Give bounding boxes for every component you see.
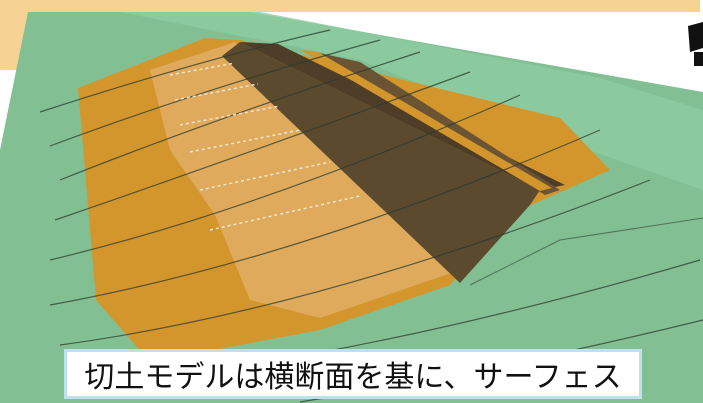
corner-fragment [688, 22, 703, 52]
slope-face-main [222, 42, 540, 283]
caption-text: 切土モデルは横断面を基に、サーフェス [84, 360, 622, 395]
section-marks [169, 62, 361, 231]
cut-floor [150, 42, 460, 318]
caption-box: 切土モデルは横断面を基に、サーフェス [64, 349, 642, 399]
